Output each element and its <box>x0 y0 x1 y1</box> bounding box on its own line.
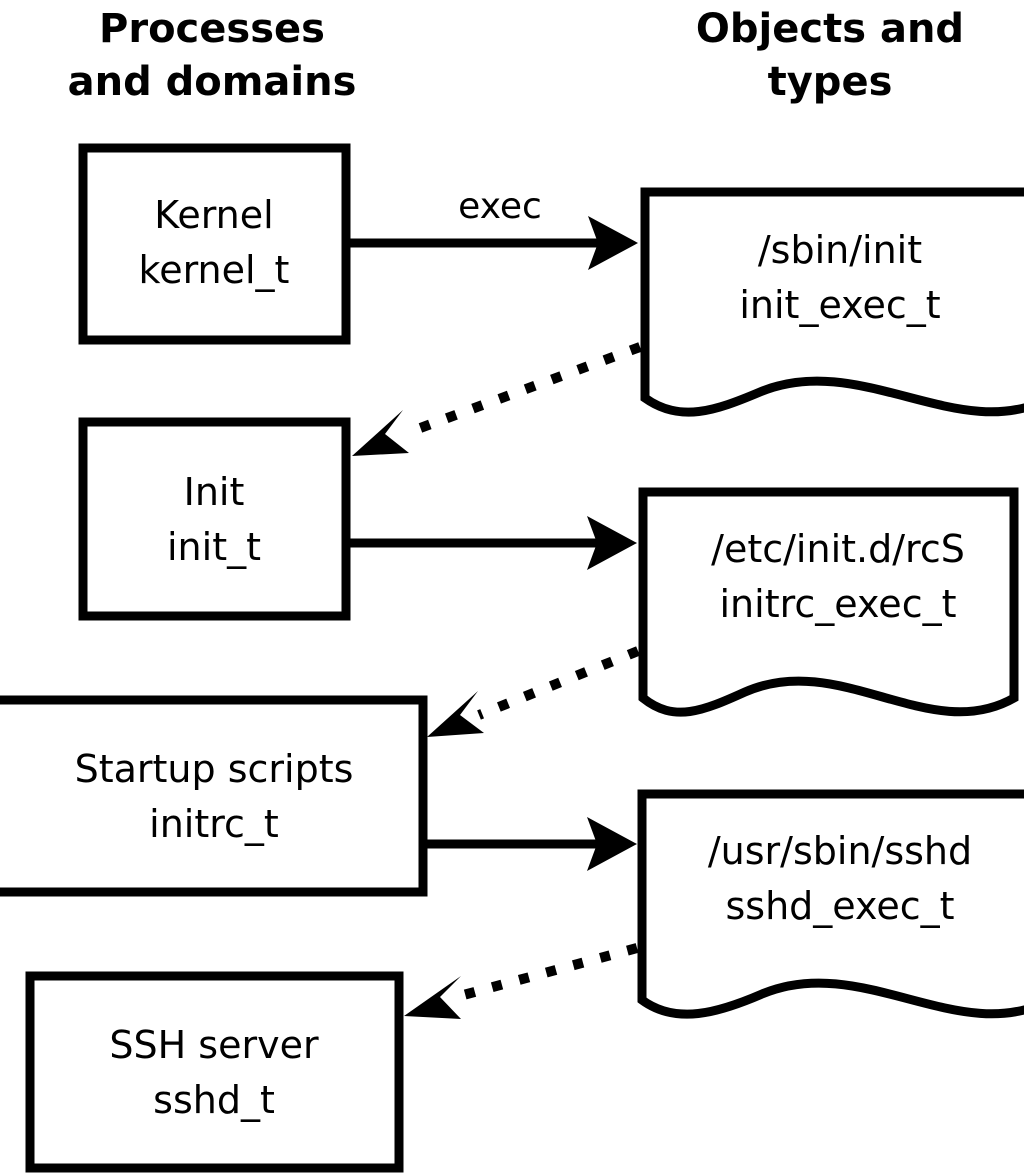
object-node-sshd_exec-document-shape[interactable] <box>637 789 1024 1019</box>
process-node-kernel-name: Kernel <box>154 193 273 237</box>
edge-line-init_exec-to-init <box>402 342 642 439</box>
process-node-initrc-type: initrc_t <box>149 802 279 846</box>
process-node-init-name: Init <box>184 470 245 514</box>
edge-line-initrc_exec-to-initrc <box>477 646 640 720</box>
edge-label-exec: exec <box>458 186 542 227</box>
process-node-initrc[interactable]: Startup scripts initrc_t <box>0 695 428 897</box>
column-header-objects: Objects and types <box>696 6 964 105</box>
arrow-head-sshd_exec-to-sshd <box>404 976 461 1019</box>
column-header-objects-line2: types <box>768 59 893 105</box>
edge-kernel-exec-init_exec: exec <box>350 186 638 270</box>
arrow-head-init-to-initrc_exec <box>587 516 637 570</box>
object-node-initrc_exec-path: /etc/init.d/rcS <box>711 527 965 571</box>
object-node-sshd_exec-type: sshd_exec_t <box>725 884 954 928</box>
process-node-initrc-name: Startup scripts <box>75 747 354 791</box>
process-node-kernel[interactable]: Kernel kernel_t <box>78 143 351 345</box>
edge-line-sshd_exec-to-sshd <box>454 943 639 1002</box>
object-node-initrc_exec-document-shape[interactable] <box>638 487 1019 717</box>
arrow-head-kernel-to-init_exec <box>588 216 638 270</box>
arrow-head-initrc-to-sshd_exec <box>587 817 637 871</box>
object-node-sshd_exec[interactable]: /usr/sbin/sshd sshd_exec_t <box>637 789 1024 1019</box>
object-node-init_exec[interactable]: /sbin/init init_exec_t <box>640 187 1024 417</box>
column-header-processes-line2: and domains <box>68 59 357 105</box>
edge-sshd_exec-transition-sshd <box>404 943 639 1019</box>
process-node-kernel-type: kernel_t <box>139 248 290 292</box>
edge-init_exec-transition-init <box>352 342 642 456</box>
process-node-init-type: init_t <box>167 525 261 569</box>
process-node-sshd-type: sshd_t <box>153 1078 275 1122</box>
process-node-sshd[interactable]: SSH server sshd_t <box>25 971 404 1173</box>
column-header-processes-line1: Processes <box>99 6 325 52</box>
edge-initrc_exec-transition-initrc <box>427 646 640 737</box>
edge-initrc-exec-sshd_exec <box>427 817 637 871</box>
object-node-sshd_exec-path: /usr/sbin/sshd <box>708 829 972 873</box>
column-header-processes: Processes and domains <box>68 6 357 105</box>
column-header-objects-line1: Objects and <box>696 6 964 52</box>
object-node-init_exec-path: /sbin/init <box>758 228 922 272</box>
object-node-init_exec-type: init_exec_t <box>739 283 940 327</box>
arrow-head-init_exec-to-init <box>352 410 409 456</box>
process-node-kernel-box[interactable] <box>78 143 351 345</box>
process-node-sshd-box[interactable] <box>25 971 404 1173</box>
process-node-init-box[interactable] <box>78 417 351 621</box>
edge-init-exec-initrc_exec <box>350 516 637 570</box>
object-node-initrc_exec-type: initrc_exec_t <box>720 582 957 626</box>
object-node-initrc_exec[interactable]: /etc/init.d/rcS initrc_exec_t <box>638 487 1019 717</box>
process-node-init[interactable]: Init init_t <box>78 417 351 621</box>
process-node-sshd-name: SSH server <box>109 1023 319 1067</box>
object-node-init_exec-document-shape[interactable] <box>640 187 1024 417</box>
process-node-initrc-box[interactable] <box>0 695 428 897</box>
arrow-head-initrc_exec-to-initrc <box>427 691 484 737</box>
